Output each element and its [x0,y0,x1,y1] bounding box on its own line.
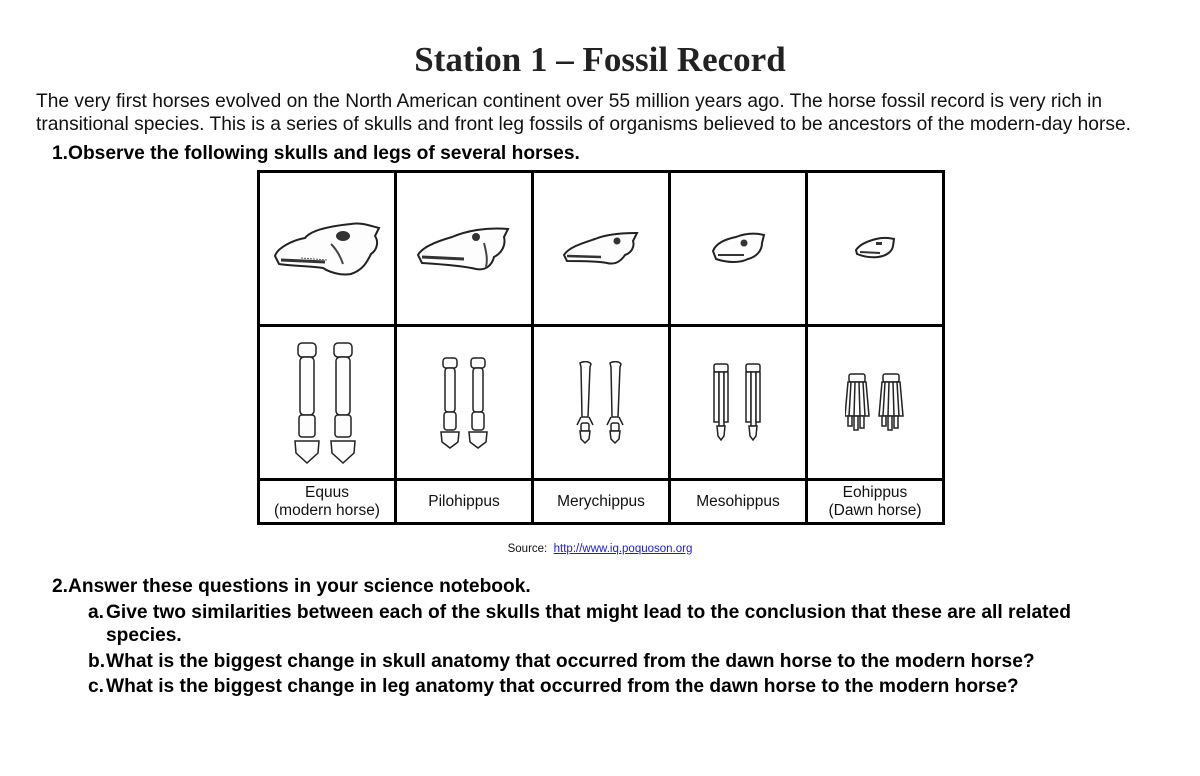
intro-line-2: transitional species. This is a series o… [36,114,1131,135]
leg-pilohippus-icon [440,356,488,449]
intro-paragraph: The very first horses evolved on the Nor… [36,90,1176,136]
leg-merychippus-icon [576,360,624,444]
question-1-number: 1. [52,143,69,164]
species-label-pilohippus: Pilohippus [394,478,534,525]
question-2-text: Answer these questions in your science n… [68,576,531,597]
skull-cell-pilohippus [394,170,534,327]
leg-row [257,324,945,481]
leg-cell-merychippus [531,324,671,481]
question-2c: c.What is the biggest change in leg anat… [88,675,1138,698]
skull-cell-equus [257,170,397,327]
species-note: (Dawn horse) [828,501,922,519]
species-name: Eohippus [842,483,908,501]
leg-cell-eohippus [805,324,945,481]
skull-pilohippus-icon [416,227,510,270]
skull-equus-icon [273,222,381,275]
leg-equus-icon [294,341,356,464]
question-2a-text-line1: Give two similarities between each of th… [106,602,1071,623]
question-2c-text: What is the biggest change in leg anatom… [106,676,1019,697]
leg-mesohippus-icon [713,362,761,441]
species-name: Pilohippus [428,492,500,510]
source-citation: Source: http://www.iq.poquoson.org [0,543,1200,555]
question-2b-label: b. [88,651,106,672]
question-2: 2.Answer these questions in your science… [52,575,531,599]
question-2b-text: What is the biggest change in skull anat… [106,651,1035,672]
source-label: Source: [507,543,548,555]
leg-cell-equus [257,324,397,481]
species-name: Mesohippus [696,492,780,510]
intro-line-1: The very first horses evolved on the Nor… [36,91,1103,112]
species-label-eohippus: Eohippus (Dawn horse) [805,478,945,525]
question-2b: b.What is the biggest change in skull an… [88,650,1138,673]
species-label-mesohippus: Mesohippus [668,478,808,525]
question-2a: a.Give two similarities between each of … [88,601,1138,647]
species-label-equus: Equus (modern horse) [257,478,397,525]
skull-eohippus-icon [854,236,896,258]
skull-cell-merychippus [531,170,671,327]
question-2a-text-line2: species. [106,625,182,646]
question-2a-label: a. [88,602,105,623]
skull-merychippus-icon [562,231,639,264]
skull-cell-mesohippus [668,170,808,327]
skull-cell-eohippus [805,170,945,327]
species-note: (modern horse) [274,501,380,519]
page-title: Station 1 – Fossil Record [414,40,786,79]
question-1-text: Observe the following skulls and legs of… [68,143,580,164]
leg-eohippus-icon [845,372,904,431]
question-2-number: 2. [52,576,69,597]
species-name-row: Equus (modern horse) Pilohippus Merychip… [257,478,945,525]
species-name: Equus [305,483,349,501]
source-link[interactable]: http://www.iq.poquoson.org [553,543,693,555]
skull-mesohippus-icon [711,232,766,263]
leg-cell-mesohippus [668,324,808,481]
species-label-merychippus: Merychippus [531,478,671,525]
species-name: Merychippus [557,492,645,510]
skull-row [257,170,945,327]
fossil-table: Equus (modern horse) Pilohippus Merychip… [257,170,945,525]
question-1: 1.Observe the following skulls and legs … [52,142,580,166]
leg-cell-pilohippus [394,324,534,481]
question-2c-label: c. [88,676,105,697]
